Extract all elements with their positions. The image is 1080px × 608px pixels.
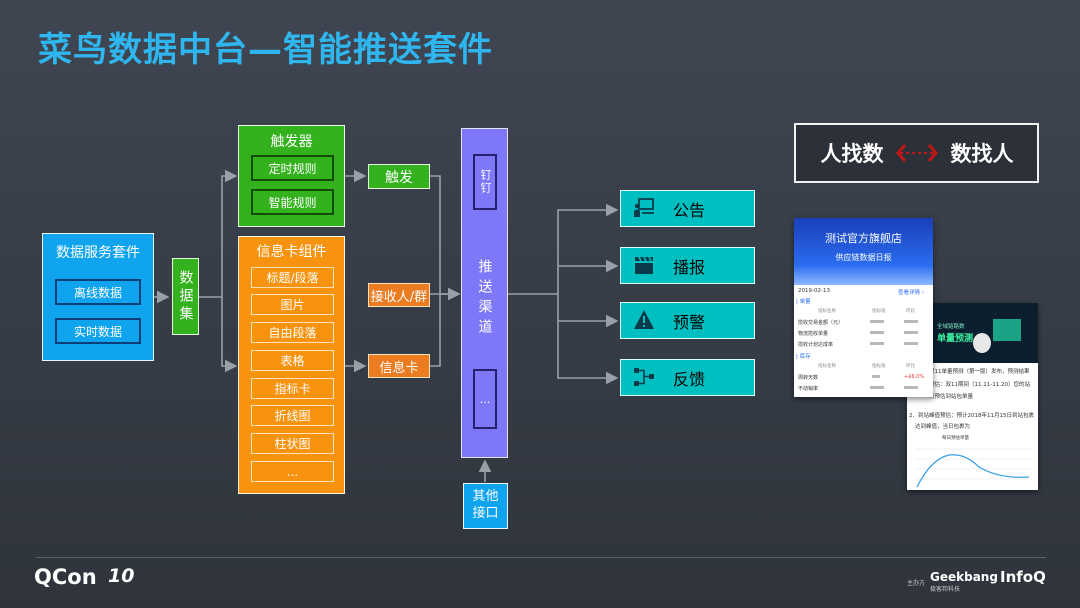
table-row: 揽收交易金额（元） <box>798 320 844 326</box>
infocard-item: 自由段落 <box>251 322 334 343</box>
data-service-title: 数据服务套件 <box>56 245 140 261</box>
report-date: 2019-02-13 <box>798 288 830 294</box>
output-label: 反馈 <box>673 369 706 389</box>
doc2-line: 预估：双11期间（11.11-11.20）您的站 <box>929 382 1030 388</box>
infocard-component: 信息卡组件 标题/段落 图片 自由段落 表格 指标卡 折线图 柱状图 ... <box>238 236 345 494</box>
banner-top-text: 全域链路数 <box>937 324 965 330</box>
output-broadcast: 播报 <box>620 247 755 284</box>
geekbang-logo: Geekbang <box>930 570 998 584</box>
blurred-values <box>870 320 918 389</box>
report-section-orders: | 单量 <box>796 299 811 305</box>
doc2-line: 双11单量预测（第一版）发布，预测结果 <box>929 369 1030 375</box>
dingtalk-box: 钉钉 <box>473 154 497 210</box>
table-row: 不动销率 <box>798 386 819 392</box>
receivers-label: 接收人/群 <box>368 283 430 307</box>
qcon-logo: QCon <box>34 565 97 589</box>
infocard-item: 表格 <box>251 350 334 371</box>
bidirectional-arrow-icon <box>896 144 938 162</box>
flow-icon <box>634 368 654 386</box>
trigger-component: 触发器 定时规则 智能规则 <box>238 125 345 227</box>
channel-more-box: ... <box>473 369 497 429</box>
banner-graphic <box>993 319 1021 341</box>
report-header: 测试官方旗舰店 供应链数据日报 <box>794 218 933 285</box>
slogan-box: 人找数 数找人 <box>794 123 1039 183</box>
banner-main-text: 单量预测 <box>937 334 974 344</box>
qcon-edition: 10 <box>108 565 135 587</box>
doc2-chart-title: 每日预估单量 <box>942 436 969 441</box>
other-interface-box: 其他 接口 <box>463 483 508 529</box>
warning-icon <box>634 310 654 329</box>
clapperboard-icon <box>635 256 653 274</box>
timed-rule-box: 定时规则 <box>251 155 334 181</box>
data-service-suite: 数据服务套件 离线数据 实时数据 <box>42 233 154 361</box>
push-channel-title: 推送渠道 <box>476 259 493 339</box>
infocard-label: 信息卡 <box>368 354 430 378</box>
table-row: 周转天数 <box>798 375 819 381</box>
slogan-right: 数找人 <box>950 142 1014 166</box>
infocard-item: 折线图 <box>251 405 334 426</box>
doc2-line: 点预估到站包单量 <box>929 394 974 400</box>
infocard-item: 标题/段落 <box>251 267 334 288</box>
table-header: 指标名称 <box>818 309 836 314</box>
geekbang-subtitle: 极客邦科技 <box>930 586 961 593</box>
host-label: 主办方 <box>907 580 926 587</box>
doc2-line: 达到峰值，当日包裹为 <box>915 424 971 430</box>
supply-chain-report-thumbnail: 测试官方旗舰店 供应链数据日报 2019-02-13 查看详情 › | 单量 指… <box>794 218 933 397</box>
report-header-subtitle: 供应链数据日报 <box>835 252 892 262</box>
slogan-left: 人找数 <box>820 142 884 166</box>
footer-divider <box>36 557 1046 558</box>
output-label: 公告 <box>673 200 706 220</box>
infocard-item: ... <box>251 461 334 482</box>
table-row: 物流揽收单量 <box>798 331 829 337</box>
page-title: 菜鸟数据中台—智能推送套件 <box>38 30 493 70</box>
trigger-label: 触发 <box>368 164 430 189</box>
output-label: 预警 <box>673 312 706 332</box>
realtime-data-box: 实时数据 <box>55 318 141 344</box>
table-header: 环比 <box>906 309 915 314</box>
report-detail-link[interactable]: 查看详情 › <box>898 290 924 296</box>
offline-data-box: 离线数据 <box>55 279 141 305</box>
push-channel: 钉钉 推送渠道 ... <box>461 128 508 458</box>
trigger-title: 触发器 <box>270 134 313 150</box>
infocard-item: 图片 <box>251 294 334 315</box>
forecast-line-chart <box>915 448 1033 488</box>
report-section-inventory: | 库存 <box>796 354 811 360</box>
infocard-item: 指标卡 <box>251 378 334 399</box>
table-row: 揽收计划达成率 <box>798 342 834 348</box>
table-cell-percent: +£6.0% <box>904 374 925 380</box>
table-header: 指标名称 <box>818 364 836 369</box>
table-header: 指标值 <box>872 309 886 314</box>
table-header: 环比 <box>906 364 915 369</box>
output-label: 播报 <box>673 257 706 277</box>
output-announce: 公告 <box>620 190 755 227</box>
report-header-title: 测试官方旗舰店 <box>825 232 902 245</box>
presentation-icon <box>634 198 654 217</box>
dataset-box: 数据集 <box>172 258 199 335</box>
table-header: 指标值 <box>872 364 886 369</box>
banner-graphic <box>973 333 991 353</box>
doc2-line: 2、到站峰值预估：预计2018年11月15日到站包裹 <box>909 413 1034 419</box>
infoq-logo: InfoQ <box>1000 568 1046 586</box>
output-feedback: 反馈 <box>620 359 755 396</box>
output-alert: 预警 <box>620 302 755 339</box>
smart-rule-box: 智能规则 <box>251 189 334 215</box>
infocard-item: 柱状图 <box>251 433 334 454</box>
infocard-title: 信息卡组件 <box>256 244 327 260</box>
